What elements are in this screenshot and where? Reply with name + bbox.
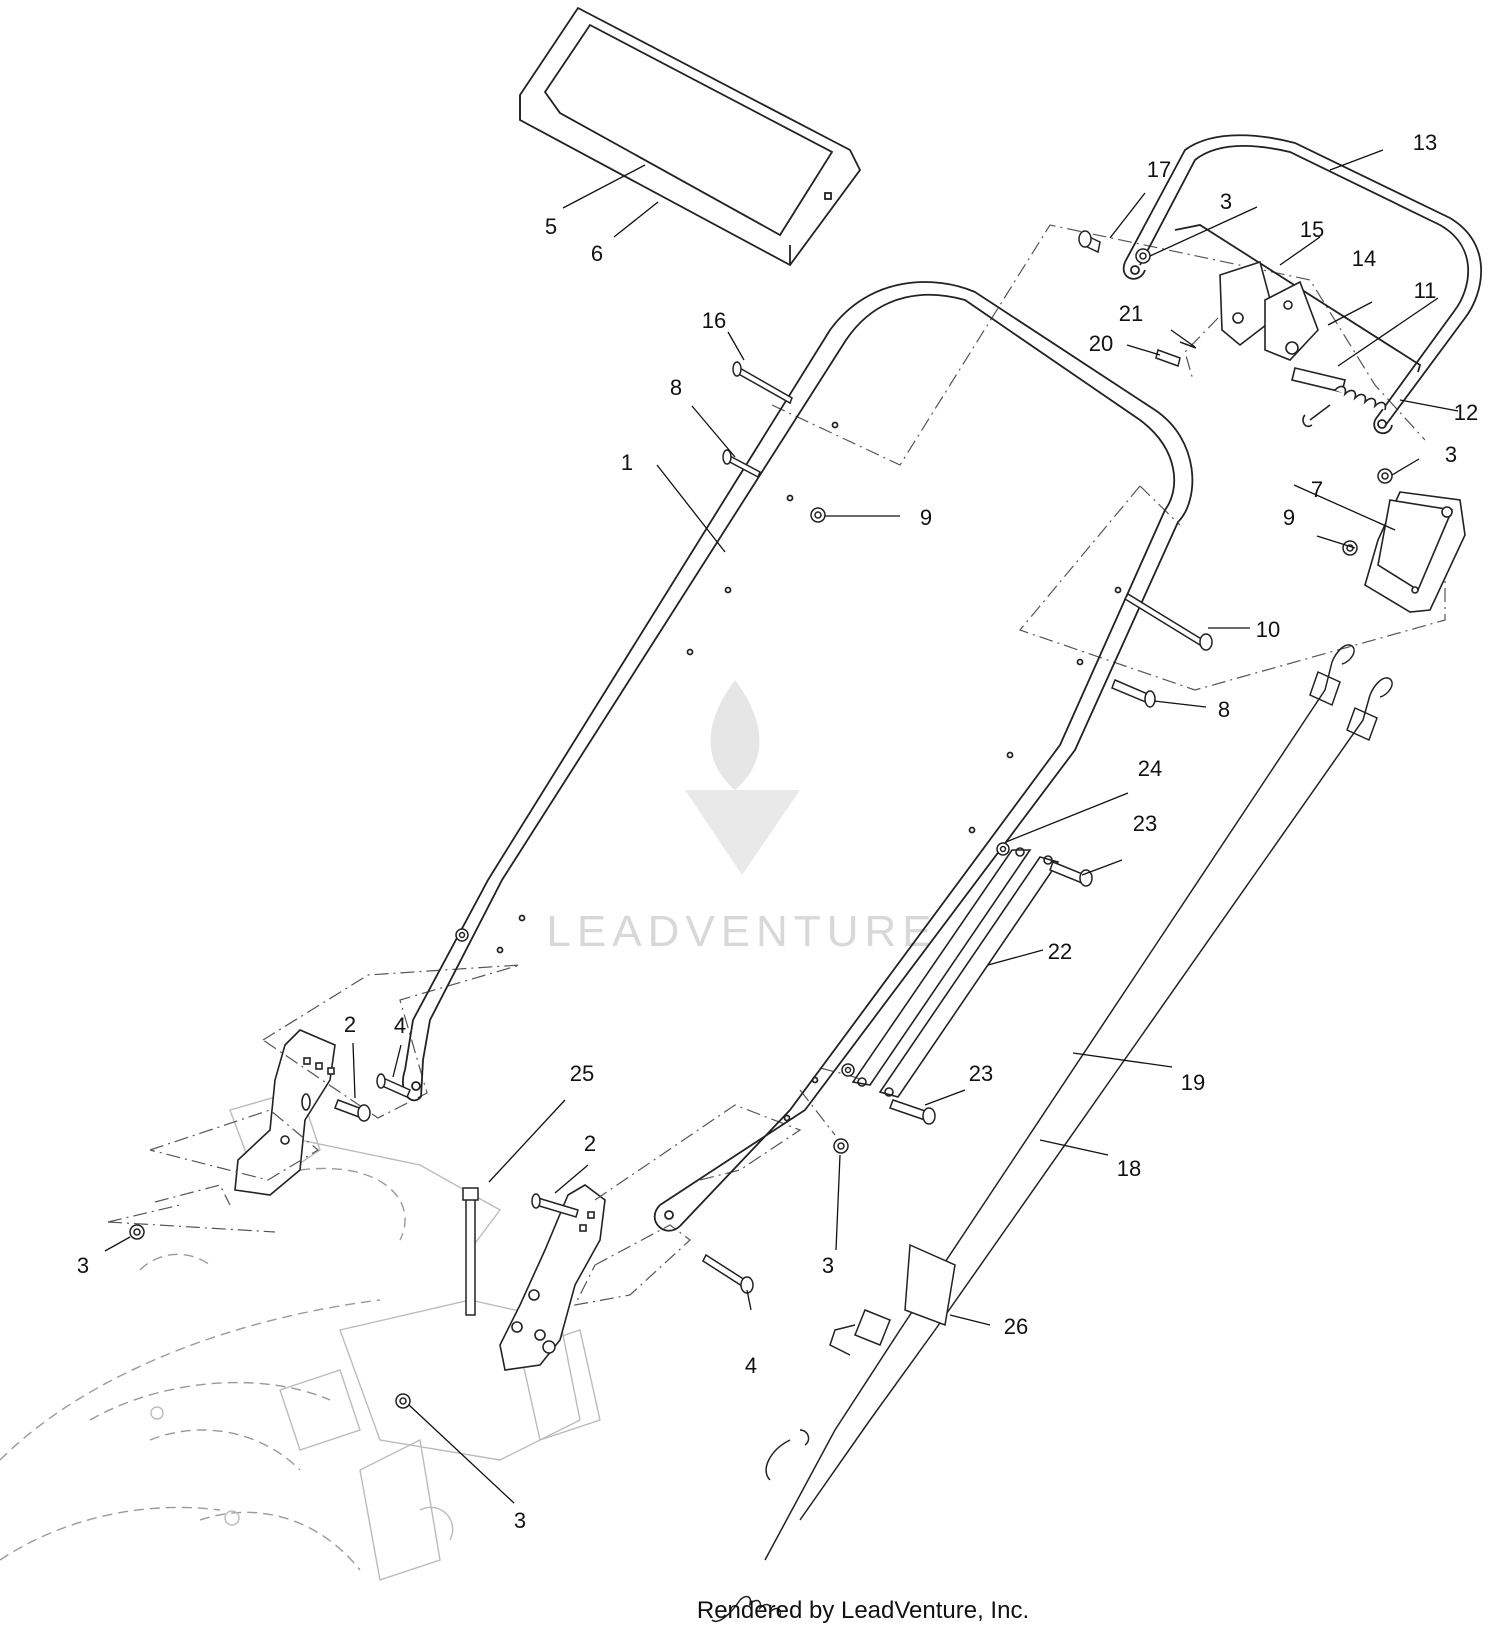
callout-4-right: 4 <box>745 1353 757 1378</box>
callout-6: 6 <box>591 241 603 266</box>
callout-23-upper: 23 <box>1133 811 1157 836</box>
callout-21: 21 <box>1119 301 1143 326</box>
callout-3-lower-right: 3 <box>822 1253 834 1278</box>
callout-8-lower: 8 <box>1218 697 1230 722</box>
cam-brackets <box>1219 260 1319 361</box>
callout-10: 10 <box>1256 617 1280 642</box>
fasteners <box>129 230 1393 1409</box>
handle-panel <box>519 6 862 267</box>
callout-7: 7 <box>1311 477 1323 502</box>
watermark-text: LEADVENTURE <box>546 907 937 956</box>
callout-3-bottom: 3 <box>514 1508 526 1533</box>
callout-1: 1 <box>621 450 633 475</box>
callout-16: 16 <box>702 308 726 333</box>
callout-4-left: 4 <box>394 1013 406 1038</box>
callout-20: 20 <box>1089 331 1113 356</box>
control-cables <box>711 644 1393 1622</box>
callout-25: 25 <box>570 1061 594 1086</box>
callout-9-right: 9 <box>1283 505 1295 530</box>
callout-13: 13 <box>1413 130 1437 155</box>
callout-24: 24 <box>1138 756 1162 781</box>
callout-2-right: 2 <box>584 1131 596 1156</box>
callout-8-upper: 8 <box>670 375 682 400</box>
callout-22: 22 <box>1048 939 1072 964</box>
assembly-leader-lines <box>107 224 1446 1306</box>
mower-deck-phantom <box>0 1167 406 1571</box>
bail-handle <box>1122 134 1483 434</box>
cable-sleeve <box>904 1243 956 1327</box>
callout-19: 19 <box>1181 1070 1205 1095</box>
rendered-by-footer: Rendered by LeadVenture, Inc. <box>697 1597 1029 1624</box>
callout-leaders <box>104 149 1459 1504</box>
callout-5: 5 <box>545 214 557 239</box>
cable-bracket <box>1364 491 1466 613</box>
callout-11: 11 <box>1414 278 1437 303</box>
callout-3-top: 3 <box>1220 189 1232 214</box>
callout-18: 18 <box>1117 1156 1141 1181</box>
leadventure-watermark-logo <box>685 680 800 875</box>
pin-and-spring <box>1291 367 1387 428</box>
callout-3-right: 3 <box>1445 442 1457 467</box>
callout-14: 14 <box>1352 246 1376 271</box>
callout-15: 15 <box>1300 217 1324 242</box>
callout-labels: 1 2 2 3 3 3 3 3 4 4 5 6 7 8 8 9 9 10 11 … <box>77 130 1478 1533</box>
callout-12: 12 <box>1454 400 1478 425</box>
link-rods <box>851 847 1060 1098</box>
callout-26: 26 <box>1004 1314 1028 1339</box>
callout-3-left: 3 <box>77 1253 89 1278</box>
callout-2-left: 2 <box>344 1012 356 1037</box>
main-handle <box>402 281 1194 1232</box>
callout-17: 17 <box>1147 157 1171 182</box>
callout-9-left: 9 <box>920 505 932 530</box>
callout-23-lower: 23 <box>969 1061 993 1086</box>
